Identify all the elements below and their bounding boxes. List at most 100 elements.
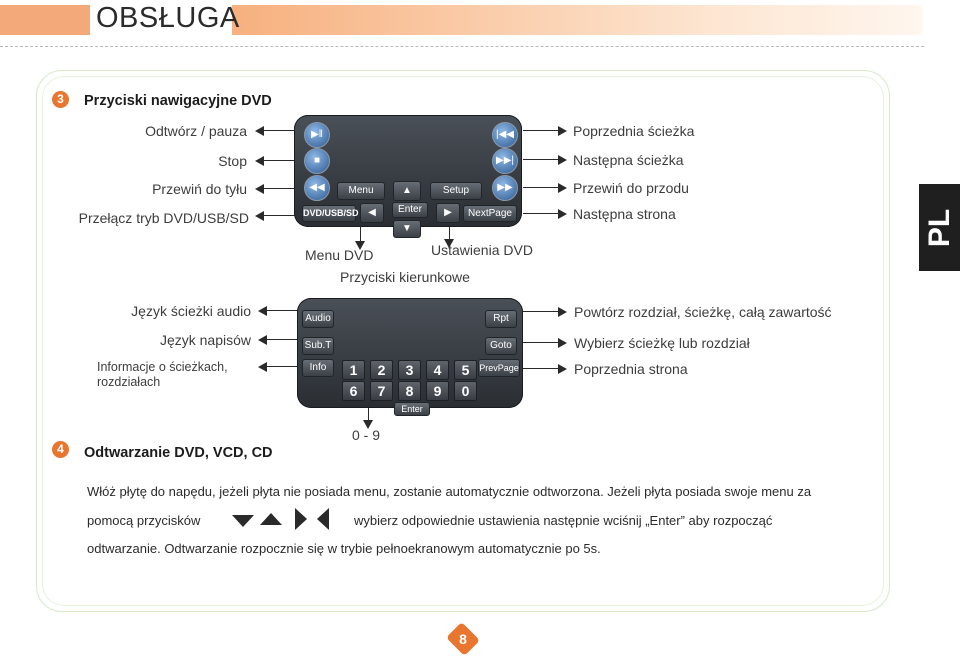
arrow-head-icon	[363, 420, 373, 429]
pointer-line	[523, 368, 559, 369]
goto-button[interactable]: Goto	[485, 337, 517, 355]
paragraph-line-3: odtwarzanie. Odtwarzanie rozpocznie się …	[87, 541, 601, 556]
pointer-line	[262, 215, 304, 216]
label-info-line2: rozdziałach	[97, 375, 161, 389]
digit-key[interactable]: 5	[454, 360, 477, 380]
content-frame-inner	[42, 76, 884, 606]
arrow-head-icon	[444, 239, 454, 248]
arrow-head-icon	[255, 184, 264, 194]
section-number-badge: 4	[52, 441, 69, 458]
prev-page-button[interactable]: PrevPage	[478, 359, 520, 377]
pointer-line	[265, 339, 303, 340]
paragraph-line-2a: pomocą przycisków	[87, 513, 201, 528]
digit-key[interactable]: 6	[342, 381, 365, 401]
label-dvd-setup: Ustawienia DVD	[431, 242, 533, 258]
page-title: OBSŁUGA	[96, 2, 240, 34]
info-button[interactable]: Info	[302, 359, 334, 377]
arrow-head-icon	[558, 364, 567, 374]
mode-button[interactable]: DVD/USB/SD	[302, 205, 359, 222]
label-next-track: Następna ścieżka	[573, 152, 684, 168]
pointer-line	[523, 213, 559, 214]
arrow-head-icon	[255, 211, 264, 221]
pointer-line	[368, 408, 369, 422]
arrow-down-icon	[232, 515, 254, 527]
arrow-head-icon	[558, 155, 567, 165]
fast-forward-icon[interactable]: ▶▶	[492, 175, 518, 201]
arrow-head-icon	[258, 306, 267, 316]
arrow-left-button[interactable]: ◀	[360, 203, 384, 223]
arrow-head-icon	[355, 241, 365, 250]
label-rewind: Przewiń do tyłu	[152, 181, 247, 197]
digit-key[interactable]: 1	[342, 360, 365, 380]
play-pause-icon[interactable]: ▶‖	[304, 122, 330, 148]
label-previous-page: Poprzednia strona	[574, 361, 688, 377]
label-previous-track: Poprzednia ścieżka	[573, 123, 695, 139]
pointer-line	[523, 159, 559, 160]
pointer-line	[523, 311, 559, 312]
arrow-head-icon	[255, 126, 264, 136]
digit-key[interactable]: 8	[398, 381, 421, 401]
stop-icon[interactable]: ■	[304, 148, 330, 174]
label-play-pause: Odtwórz / pauza	[145, 123, 247, 139]
digit-key[interactable]: 9	[426, 381, 449, 401]
language-tab: PL	[919, 184, 960, 271]
section-title: Przyciski nawigacyjne DVD	[84, 93, 272, 109]
subtitle-button[interactable]: Sub.T	[302, 337, 334, 355]
arrow-left-icon	[317, 508, 329, 530]
paragraph-line-2b: wybierz odpowiednie ustawienia następnie…	[354, 513, 773, 528]
arrow-down-button[interactable]: ▼	[393, 220, 421, 238]
label-info-line1: Informacje o ścieżkach,	[97, 360, 228, 374]
pointer-line	[523, 342, 559, 343]
label-audio-language: Język ścieżki audio	[131, 303, 251, 319]
arrow-right-icon	[295, 508, 307, 530]
digit-key[interactable]: 0	[454, 381, 477, 401]
arrow-head-icon	[258, 335, 267, 345]
pointer-line	[262, 160, 304, 161]
arrow-head-icon	[258, 362, 267, 372]
label-fast-forward: Przewiń do przodu	[573, 180, 689, 196]
arrow-head-icon	[558, 209, 567, 219]
pointer-line	[449, 227, 450, 241]
setup-button[interactable]: Setup	[430, 182, 482, 200]
section-number-badge: 3	[52, 91, 69, 108]
label-stop: Stop	[218, 153, 247, 169]
header-divider	[0, 46, 924, 47]
pointer-line	[523, 187, 559, 188]
pointer-line	[523, 130, 559, 131]
label-subtitle-language: Język napisów	[159, 332, 251, 348]
repeat-button[interactable]: Rpt	[485, 310, 517, 328]
header-gradient-band	[232, 5, 922, 35]
arrow-right-button[interactable]: ▶	[436, 203, 460, 223]
digit-key[interactable]: 4	[426, 360, 449, 380]
digit-key[interactable]: 3	[398, 360, 421, 380]
label-dvd-menu: Menu DVD	[305, 247, 374, 263]
arrow-head-icon	[558, 126, 567, 136]
label-direction-buttons: Przyciski kierunkowe	[340, 269, 470, 285]
arrow-up-button[interactable]: ▲	[393, 181, 421, 201]
content-frame	[36, 70, 890, 612]
pointer-line	[262, 130, 304, 131]
paragraph-line-1: Włóż płytę do napędu, jeżeli płyta nie p…	[87, 484, 812, 499]
arrow-head-icon	[558, 183, 567, 193]
enter-button[interactable]: Enter	[394, 402, 430, 416]
label-repeat: Powtórz rozdział, ścieżkę, całą zawartoś…	[574, 304, 832, 320]
audio-button[interactable]: Audio	[302, 310, 334, 328]
label-goto: Wybierz ścieżkę lub rozdział	[574, 335, 750, 351]
arrow-head-icon	[255, 156, 264, 166]
rewind-icon[interactable]: ◀◀	[304, 175, 330, 201]
page-number: 8	[459, 631, 467, 647]
pointer-line	[265, 310, 303, 311]
next-track-icon[interactable]: ▶▶|	[492, 148, 518, 174]
next-page-button[interactable]: NextPage	[463, 205, 517, 222]
pointer-line	[265, 366, 303, 367]
section-title: Odtwarzanie DVD, VCD, CD	[84, 445, 273, 461]
digit-key[interactable]: 2	[370, 360, 393, 380]
language-tab-label: PL	[922, 208, 956, 247]
arrow-head-icon	[558, 307, 567, 317]
menu-button[interactable]: Menu	[337, 182, 385, 200]
digit-key[interactable]: 7	[370, 381, 393, 401]
enter-button[interactable]: Enter	[392, 202, 428, 218]
arrow-up-icon	[260, 513, 282, 525]
previous-track-icon[interactable]: |◀◀	[492, 122, 518, 148]
pointer-line	[360, 227, 361, 243]
